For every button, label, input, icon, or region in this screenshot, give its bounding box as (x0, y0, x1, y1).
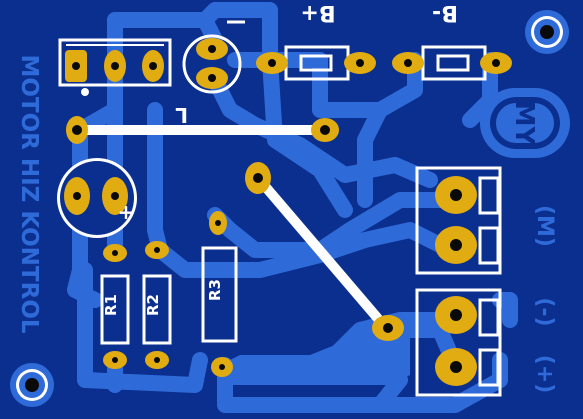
b-minus-pads (392, 52, 512, 74)
r3-label: R3 (206, 279, 224, 301)
capacitor-pads (64, 177, 128, 215)
capacitor-plus-label: + (118, 200, 135, 224)
r2-label: R2 (144, 294, 162, 316)
jumper-wire-2 (254, 174, 390, 332)
transistor-outline (58, 38, 172, 87)
mounting-hole-bottom-left (10, 363, 54, 407)
pin1-dot (81, 88, 89, 96)
resistor-r1: R1 (100, 244, 130, 369)
b-minus-label: B- (432, 0, 458, 25)
jumper-2-pads (245, 162, 404, 341)
board-title: MOTOR HIZ KONTROL (16, 54, 42, 333)
resistor-r2: R2 (142, 241, 172, 369)
supply-plus-label: (+) (532, 355, 557, 394)
logo-text: MY (509, 101, 539, 147)
b-plus-label: B+ (300, 0, 335, 25)
motor-terminal-block (415, 166, 502, 275)
supply-terminal-block (415, 288, 502, 397)
supply-minus-label: (-) (532, 297, 557, 326)
mounting-hole-top-right (525, 10, 569, 54)
jumper-1-pads (66, 116, 339, 144)
motor-out-label: (M) (532, 205, 557, 247)
my-logo: MY (480, 88, 570, 158)
transistor-pads (65, 50, 164, 82)
inductor-pads (196, 38, 228, 89)
resistor-r3: R3 (201, 211, 238, 377)
copper-pour (230, 335, 410, 385)
inductor-label: L (175, 103, 188, 127)
r1-label: R1 (102, 294, 120, 316)
b-plus-pads (256, 52, 376, 74)
inductor-outline (182, 34, 242, 94)
